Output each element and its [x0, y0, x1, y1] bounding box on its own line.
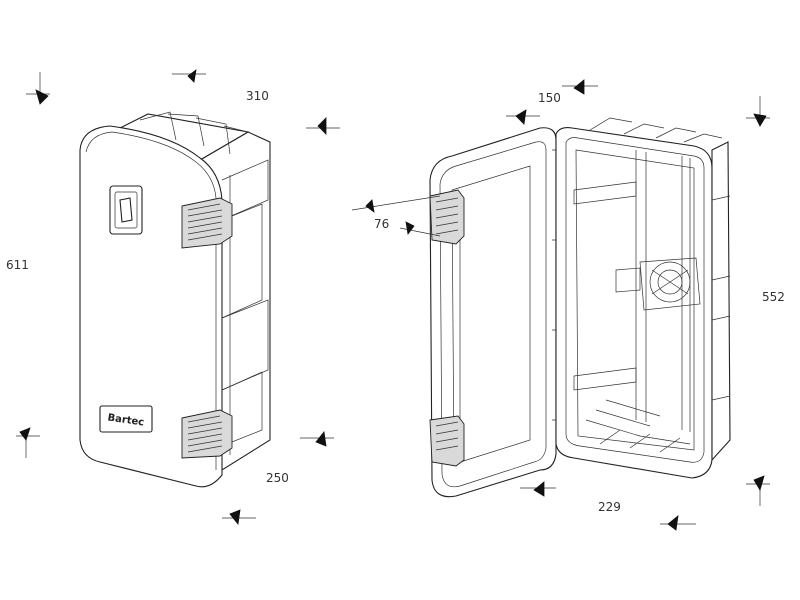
logo-plate — [99, 405, 153, 433]
dim-open-height: 552 — [762, 290, 785, 304]
dim-closed-width: 310 — [246, 89, 269, 103]
lower-latch — [181, 409, 233, 459]
closed-cabinet: Bartec — [79, 111, 271, 488]
dim-open-top: 150 — [538, 91, 561, 105]
dim-open-side: 76 — [374, 217, 389, 231]
open-cabinet — [429, 117, 731, 498]
extinguisher-holder — [615, 257, 701, 311]
logo-text: Bartec — [107, 412, 145, 428]
dim-open-bottom: 229 — [598, 500, 621, 514]
upper-latch — [181, 197, 233, 249]
dim-closed-height: 611 — [6, 258, 29, 272]
dimension-arrows — [16, 69, 770, 531]
dim-closed-depth: 250 — [266, 471, 289, 485]
